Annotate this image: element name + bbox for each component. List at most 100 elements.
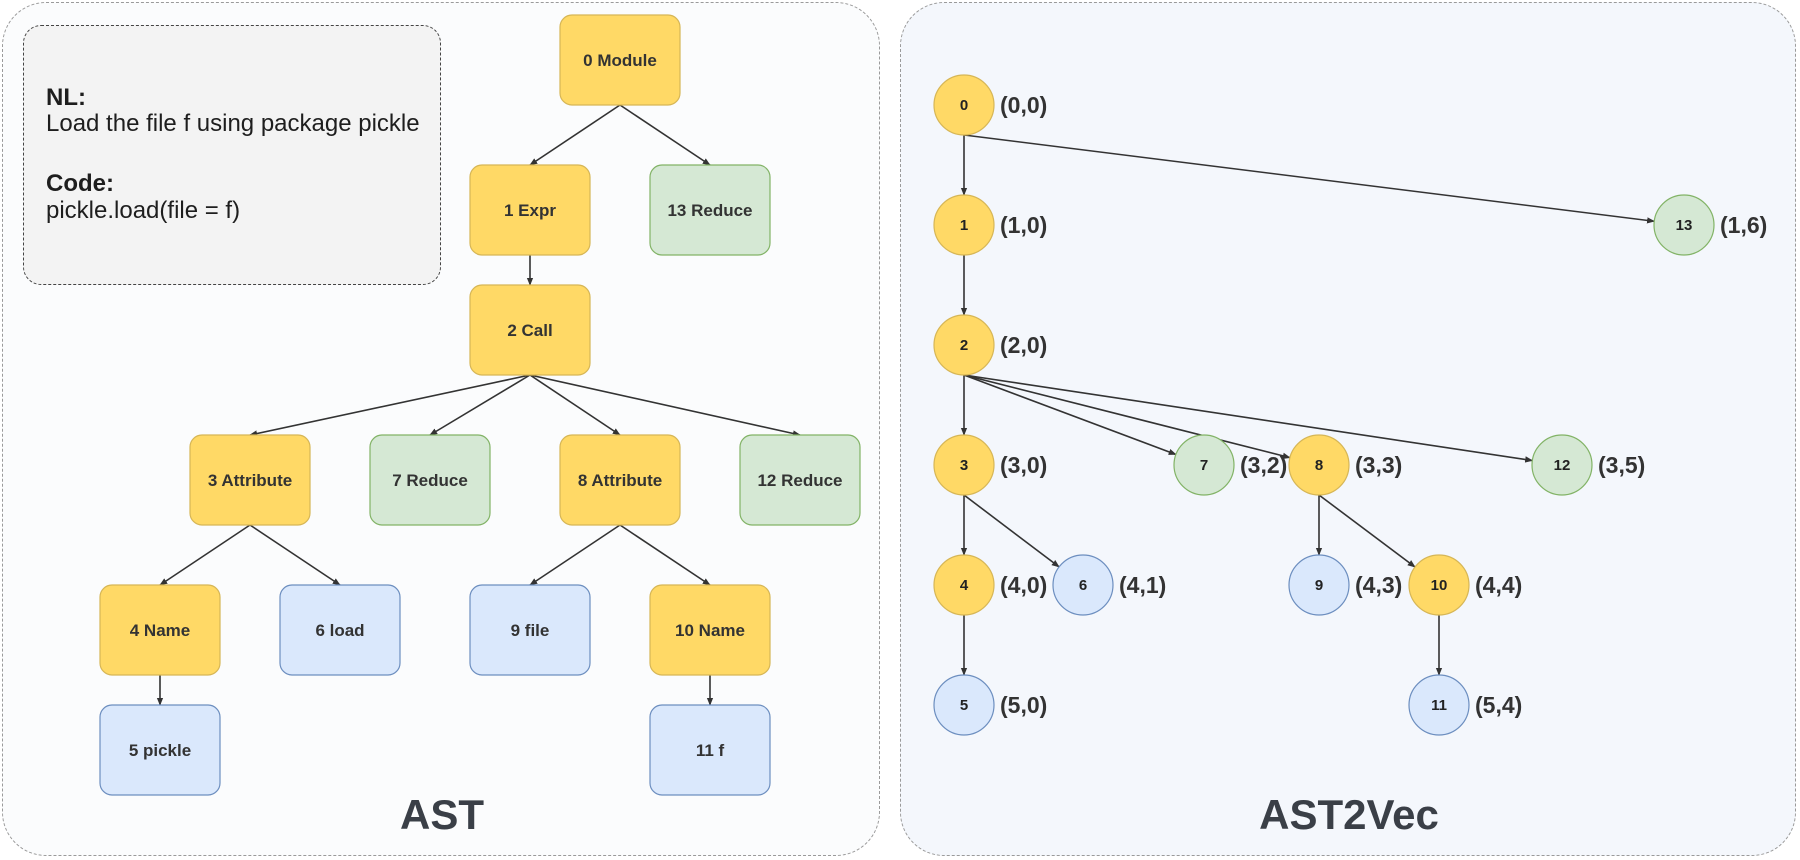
ast-node-6: 6 load xyxy=(279,584,401,676)
code-heading: Code: xyxy=(46,170,114,197)
vec-node-12: 12(3,5) xyxy=(1531,434,1645,496)
ast-node-box xyxy=(739,434,861,526)
ast-node-box xyxy=(559,14,681,106)
vec-edge-2-8 xyxy=(963,374,1291,459)
vec-node-6: 6(4,1) xyxy=(1052,554,1166,616)
nl-heading: NL: xyxy=(46,84,86,111)
ast-node-label: 4 Name xyxy=(130,621,190,640)
vec-edge-3-6 xyxy=(963,494,1060,568)
vec-node-coord: (4,4) xyxy=(1475,572,1522,598)
nl-code-box: NL: Load the file f using package pickle… xyxy=(23,25,441,285)
ast-node-label: 7 Reduce xyxy=(392,471,468,490)
ast-node-label: 13 Reduce xyxy=(667,201,752,220)
ast-node-2: 2 Call xyxy=(469,284,591,376)
vec-node-label: 8 xyxy=(1315,457,1323,474)
nl-text: Load the file f using package pickle xyxy=(46,110,420,137)
ast-node-5: 5 pickle xyxy=(99,704,221,796)
ast-edge-0-13 xyxy=(619,104,711,166)
vec-node-coord: (3,0) xyxy=(1000,452,1047,478)
ast-node-box xyxy=(469,584,591,676)
vec-node-circle xyxy=(933,194,995,256)
vec-node-coord: (1,6) xyxy=(1720,212,1767,238)
vec-edge-8-10 xyxy=(1318,494,1416,568)
vec-node-5: 5 (5,0) xyxy=(933,674,1047,736)
ast-node-4: 4 Name xyxy=(99,584,221,676)
vec-node-coord: (5,0) xyxy=(1000,692,1047,718)
ast-node-box xyxy=(469,284,591,376)
ast-title: AST xyxy=(400,791,484,838)
vec-node-coord: (4,0) xyxy=(1000,572,1047,598)
ast-edge-2-7 xyxy=(429,374,531,436)
ast-edge-8-10 xyxy=(619,524,711,586)
vec-node-10: 10 (4,4) xyxy=(1408,554,1522,616)
ast-edge-8-9 xyxy=(529,524,621,586)
ast-edge-2-12 xyxy=(529,374,801,437)
ast-node-label: 10 Name xyxy=(675,621,745,640)
vec-node-circle xyxy=(1408,554,1470,616)
vec-node-1: 1(1,0) xyxy=(933,194,1047,256)
vec-node-label: 2 xyxy=(960,337,968,354)
ast-node-8: 8 Attribute xyxy=(559,434,681,526)
vec-node-circle xyxy=(1052,554,1114,616)
ast-node-box xyxy=(649,584,771,676)
ast-node-box xyxy=(559,434,681,526)
vec-edge-2-12 xyxy=(963,374,1534,463)
ast-node-label: 8 Attribute xyxy=(578,471,662,490)
ast-node-label: 9 file xyxy=(511,621,550,640)
ast-node-box xyxy=(99,704,221,796)
code-text: pickle.load(file = f) xyxy=(46,197,241,224)
vec-node-coord: (4,3) xyxy=(1355,572,1402,598)
vec-node-circle xyxy=(933,74,995,136)
ast-node-label: 11 f xyxy=(696,741,725,760)
vec-edge-2-7 xyxy=(963,374,1177,456)
ast-node-box xyxy=(189,434,311,526)
vec-node-8: 8(3,3) xyxy=(1288,434,1402,496)
vec-node-circle xyxy=(1531,434,1593,496)
ast-edge-3-4 xyxy=(159,524,251,586)
ast-node-3: 3 Attribute xyxy=(189,434,311,526)
ast-edge-2-8 xyxy=(529,374,621,436)
vec-node-9: 9(4,3) xyxy=(1288,554,1402,616)
ast-node-box xyxy=(649,164,771,256)
vec-node-label: 5 xyxy=(960,697,968,714)
vec-node-circle xyxy=(933,554,995,616)
vec-node-circle xyxy=(1653,194,1715,256)
vec-node-coord: (5,4) xyxy=(1475,692,1522,718)
ast-node-label: 0 Module xyxy=(583,51,657,70)
ast-node-10: 10 Name xyxy=(649,584,771,676)
ast-edge-2-3 xyxy=(249,374,531,437)
ast-node-12: 12 Reduce xyxy=(739,434,861,526)
vec-node-label: 7 xyxy=(1200,457,1208,474)
ast-node-label: 12 Reduce xyxy=(757,471,842,490)
ast-node-box xyxy=(469,164,591,256)
vec-node-label: 12 xyxy=(1554,457,1571,474)
vec-node-circle xyxy=(1173,434,1235,496)
ast-node-11: 11 f xyxy=(649,704,771,796)
vec-edge-0-13 xyxy=(963,134,1656,224)
vec-node-label: 4 xyxy=(960,577,969,594)
vec-node-coord: (2,0) xyxy=(1000,332,1047,358)
vec-node-2: 2 (2,0) xyxy=(933,314,1047,376)
ast-node-13: 13 Reduce xyxy=(649,164,771,256)
vec-node-label: 6 xyxy=(1079,577,1087,594)
vec-node-circle xyxy=(1288,434,1350,496)
vec-node-circle xyxy=(933,434,995,496)
vec-node-4: 4 (4,0) xyxy=(933,554,1047,616)
ast-node-7: 7 Reduce xyxy=(369,434,491,526)
ast2vec-panel: AST2Vec xyxy=(900,2,1796,856)
vec-node-circle xyxy=(933,674,995,736)
ast-node-label: 1 Expr xyxy=(504,201,556,220)
ast2vec-title: AST2Vec xyxy=(1259,791,1439,838)
ast-node-1: 1 Expr xyxy=(469,164,591,256)
vec-node-label: 10 xyxy=(1431,577,1448,594)
ast-node-box xyxy=(99,584,221,676)
vec-node-coord: (3,2) xyxy=(1240,452,1287,478)
vec-node-11: 11(5,4) xyxy=(1408,674,1522,736)
vec-node-coord: (1,0) xyxy=(1000,212,1047,238)
vec-node-label: 3 xyxy=(960,457,968,474)
ast-node-label: 6 load xyxy=(315,621,364,640)
ast-node-label: 3 Attribute xyxy=(208,471,292,490)
vec-node-label: 13 xyxy=(1676,217,1693,234)
vec-node-coord: (0,0) xyxy=(1000,92,1047,118)
